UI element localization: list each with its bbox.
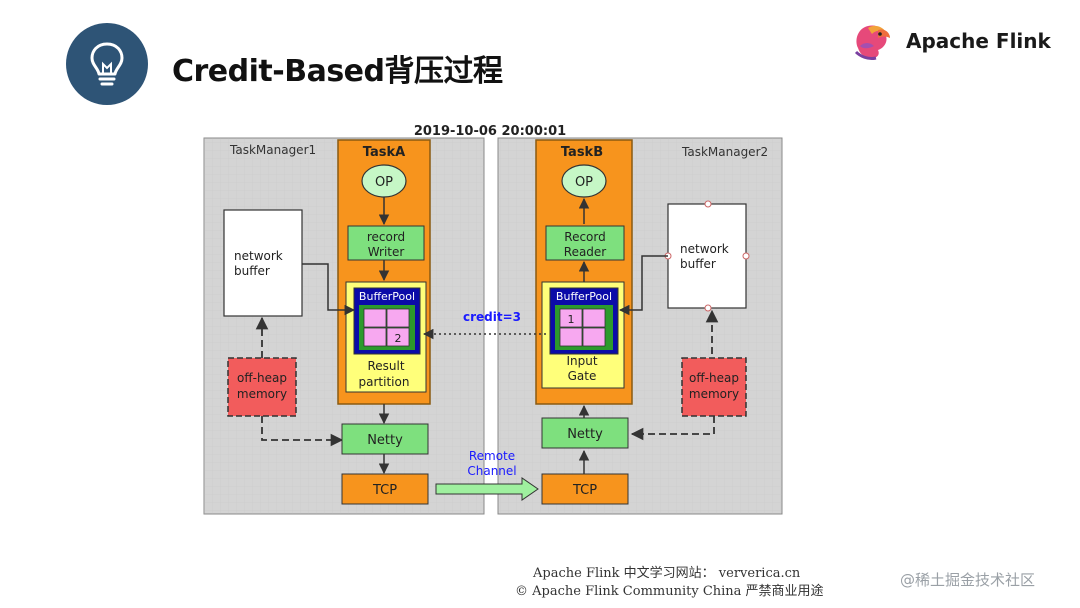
svg-text:BufferPool: BufferPool: [556, 290, 612, 303]
slot-a-1: [363, 308, 387, 328]
slot-a-2: [386, 308, 410, 328]
svg-text:Reader: Reader: [564, 245, 607, 259]
svg-text:off-heap: off-heap: [237, 371, 287, 385]
tcp-b: [541, 473, 629, 505]
timestamp: 2019-10-06 20:00:01: [414, 124, 566, 139]
record-reader-box: [545, 225, 625, 261]
svg-text:TCP: TCP: [572, 483, 597, 498]
svg-text:2: 2: [395, 332, 402, 345]
record-writer-box: [347, 225, 425, 261]
svg-text:1: 1: [568, 313, 575, 326]
netty-b: [541, 417, 629, 449]
svg-text:Gate: Gate: [568, 369, 597, 383]
svg-text:record: record: [367, 230, 405, 244]
svg-text:Channel: Channel: [467, 464, 516, 478]
netty-a: [341, 423, 429, 455]
svg-text:BufferPool: BufferPool: [359, 290, 415, 303]
svg-text:buffer: buffer: [680, 257, 716, 271]
offheap-memory-a: [227, 357, 297, 417]
brand: Apache Flink: [850, 18, 1051, 64]
svg-text:Writer: Writer: [368, 245, 405, 259]
slot-a-4: [386, 327, 410, 347]
brand-name: Apache Flink: [906, 29, 1051, 53]
credit-label: credit=3: [463, 310, 521, 324]
svg-text:network: network: [680, 242, 729, 256]
slot-b-4: [582, 327, 606, 347]
svg-text:off-heap: off-heap: [689, 371, 739, 385]
tm2-label: TaskManager2: [681, 145, 768, 159]
svg-text:partition: partition: [359, 375, 410, 389]
svg-text:Record: Record: [564, 230, 605, 244]
footer-copyright: © Apache Flink Community China 严禁商业用途: [515, 584, 824, 599]
svg-text:Result: Result: [367, 359, 404, 373]
slot-b-2: [582, 308, 606, 328]
lightbulb-icon: [66, 23, 148, 105]
slot-b-1: [559, 308, 583, 328]
svg-text:OP: OP: [375, 175, 393, 190]
tcp-a: [341, 473, 429, 505]
svg-text:Remote: Remote: [469, 449, 515, 463]
svg-text:Input: Input: [566, 354, 597, 368]
page-title: Credit-Based背压过程: [172, 54, 503, 89]
credit-based-diagram: 2019-10-06 20:00:01 TaskManager1 TaskMan…: [203, 124, 783, 515]
flink-squirrel-logo: [854, 25, 890, 60]
svg-text:network: network: [234, 249, 283, 263]
slot-b-3: [559, 327, 583, 347]
network-buffer-b: [667, 203, 747, 309]
slot-a-3: [363, 327, 387, 347]
watermark: @稀土掘金技术社区: [900, 571, 1036, 589]
svg-text:Netty: Netty: [367, 433, 403, 448]
taskb-op: [561, 164, 607, 198]
svg-text:memory: memory: [237, 387, 287, 401]
tm1-label: TaskManager1: [229, 143, 316, 157]
svg-text:OP: OP: [575, 175, 593, 190]
svg-text:TCP: TCP: [372, 483, 397, 498]
network-buffer-a: [223, 209, 303, 317]
taskb-label: TaskB: [561, 145, 603, 160]
svg-text:Netty: Netty: [567, 427, 603, 442]
taska-label: TaskA: [363, 145, 405, 160]
footer-website: Apache Flink 中文学习网站： ververica.cn: [533, 566, 801, 581]
svg-text:memory: memory: [689, 387, 739, 401]
svg-text:buffer: buffer: [234, 264, 270, 278]
remote-channel-arrow: [435, 477, 539, 501]
